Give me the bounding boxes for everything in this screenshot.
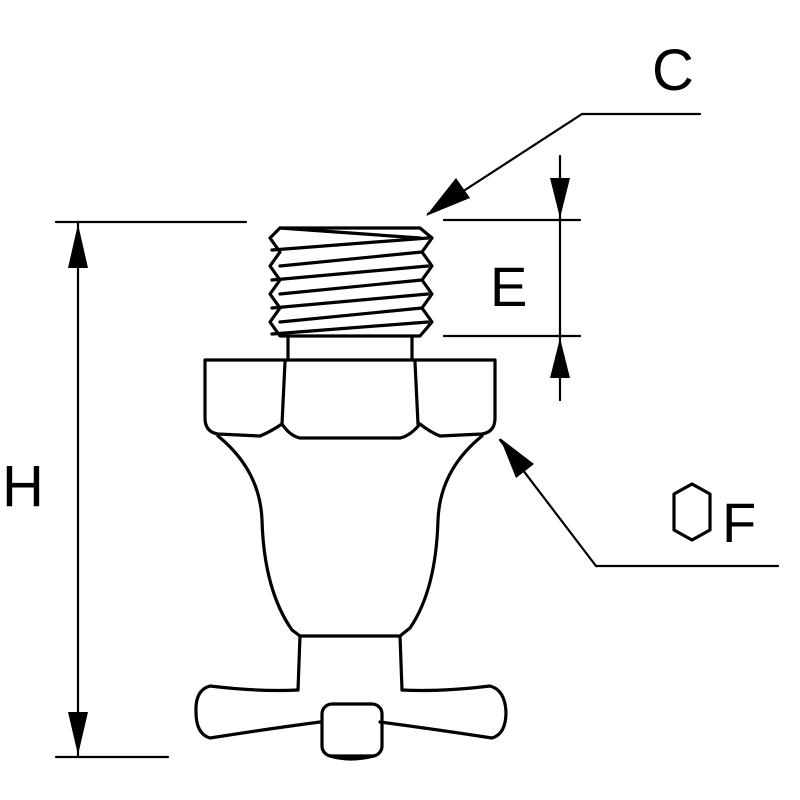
dimension-e: E (442, 154, 582, 402)
cross-handle (194, 684, 508, 761)
arrowhead-e-top (550, 178, 570, 218)
arrowhead-c (426, 178, 470, 216)
spindle (296, 634, 404, 692)
arrowhead-up (68, 224, 88, 268)
dimension-h: H (2, 220, 248, 759)
leader-c: C (426, 38, 702, 216)
label-h: H (2, 454, 44, 519)
valve-stem-body (216, 434, 484, 638)
arrowhead-down (68, 712, 88, 755)
hexagon-icon (672, 482, 712, 542)
leader-f: F (498, 438, 780, 568)
hex-nut (203, 358, 497, 440)
arrowhead-e-bottom (550, 338, 570, 378)
arrowhead-f (500, 438, 534, 478)
label-e: E (490, 255, 527, 318)
label-c: C (652, 38, 694, 103)
threaded-fitting (268, 226, 434, 338)
thread-neck (286, 334, 414, 362)
valve-body (194, 226, 508, 761)
label-f: F (722, 491, 756, 554)
